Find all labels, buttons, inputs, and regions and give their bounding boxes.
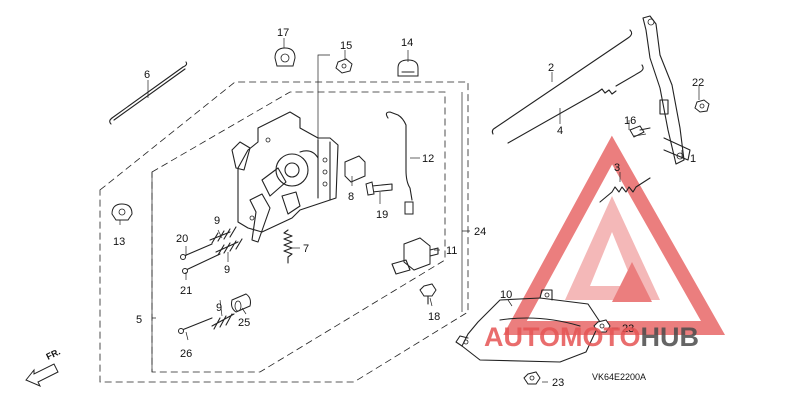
bolt-part-18 (419, 283, 437, 305)
watermark-logo-icon (503, 135, 726, 335)
callout-15: 15 (340, 40, 352, 52)
diagram-code: VK64E2200A (592, 372, 646, 382)
spring-part-7 (283, 229, 293, 264)
cable-part-2 (491, 29, 633, 135)
clip-part-13 (111, 203, 133, 221)
front-direction-arrow-icon (25, 363, 59, 387)
callout-9-upper: 9 (214, 215, 220, 227)
callout-11: 11 (446, 245, 457, 257)
spring-part-3 (599, 177, 651, 203)
callout-24: 24 (474, 226, 486, 238)
watermark-text-dark: HUB (641, 322, 700, 352)
callout-12: 12 (422, 153, 434, 165)
callout-7: 7 (303, 243, 309, 255)
clip-part-14 (397, 59, 419, 77)
clip-part-17 (274, 47, 296, 67)
plate-part-10 (455, 289, 601, 363)
bracket-part-8 (344, 155, 366, 183)
bolt-part-15 (335, 58, 353, 74)
callout-26: 26 (180, 348, 192, 360)
callout-5: 5 (136, 314, 142, 326)
callout-2: 2 (548, 62, 554, 74)
pin-part-26 (178, 317, 213, 334)
lever-part-1 (642, 15, 691, 165)
rod-part-6 (109, 61, 188, 125)
callout-25: 25 (238, 317, 250, 329)
spring-part-9-upper (209, 226, 237, 244)
control-plate-assembly (231, 111, 339, 243)
assembly-frame-outer (99, 81, 469, 383)
spring-part-9-middle (215, 238, 243, 256)
callout-4: 4 (557, 125, 563, 137)
callout-23-upper: 23 (622, 323, 634, 335)
bolt-part-22 (694, 99, 710, 113)
callout-9-lower: 9 (216, 302, 222, 314)
cable-part-12 (385, 111, 414, 215)
bolt-part-23-upper (593, 319, 611, 333)
cable-part-4 (507, 64, 644, 144)
callout-21: 21 (180, 285, 192, 297)
callout-17: 17 (277, 27, 289, 39)
callout-6: 6 (144, 69, 150, 81)
spring-part-9-lower (211, 313, 235, 330)
watermark-text: AUTOMOTOHUB (484, 322, 699, 352)
callout-3: 3 (614, 162, 620, 174)
callout-8: 8 (348, 191, 354, 203)
bolt-part-23-lower (523, 371, 541, 385)
bolt-part-19 (365, 181, 393, 196)
callout-16: 16 (624, 115, 636, 127)
sleeve-part-25 (231, 293, 251, 313)
callout-19: 19 (376, 209, 388, 221)
assembly-frame-inner (151, 91, 446, 373)
watermark-text-light: AUTOMOTO (484, 322, 641, 352)
callout-1: 1 (690, 153, 696, 165)
clip-part-16 (629, 125, 651, 138)
rod-part-20 (180, 243, 213, 260)
leader-lines (119, 38, 700, 383)
rod-part-21 (182, 253, 221, 274)
callout-13: 13 (113, 236, 125, 248)
switch-part-11 (391, 237, 439, 275)
front-direction-label: FR. (44, 346, 61, 361)
callout-22: 22 (692, 77, 704, 89)
callout-9-middle: 9 (224, 264, 230, 276)
callout-20: 20 (176, 233, 188, 245)
callout-18: 18 (428, 311, 440, 323)
callout-14: 14 (401, 37, 413, 49)
callout-10: 10 (500, 289, 512, 301)
callout-23-lower: 23 (552, 377, 564, 389)
